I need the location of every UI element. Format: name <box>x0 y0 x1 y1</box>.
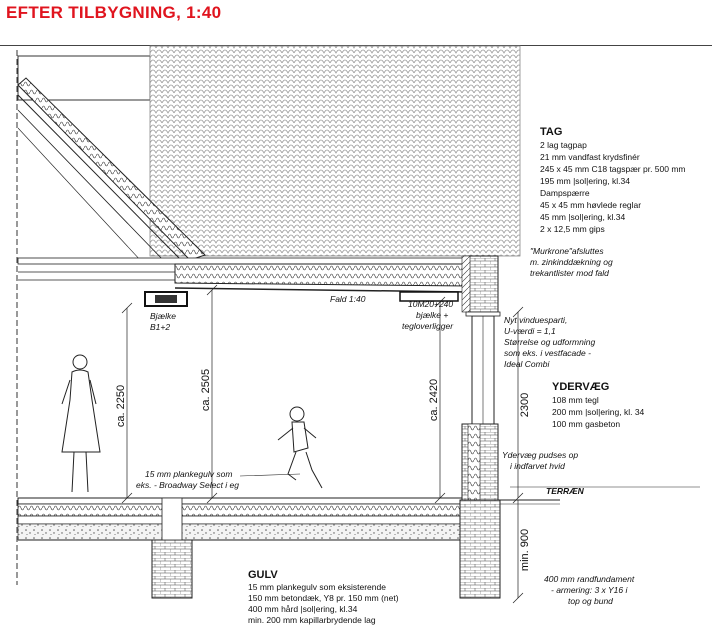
beam-right-line-0: 10M20+240 <box>408 299 453 309</box>
floor-heading: GULV <box>248 569 278 581</box>
foundation-line-1: - armering: 3 x Y16 i <box>551 585 628 595</box>
wall-spec: YDERVÆG 108 mm tegl 200 mm |sol|ering, k… <box>552 381 645 429</box>
roof-heading: TAG <box>540 126 562 138</box>
roof-line-3: 195 mm |sol|ering, kl.34 <box>540 176 630 186</box>
murkrone-line-2: trekantlister mod fald <box>530 268 609 278</box>
wall-line-1: 200 mm |sol|ering, kl. 34 <box>552 407 645 417</box>
dim-height-3: ca. 2420 <box>428 379 440 421</box>
floor-finish-note: 15 mm plankegulv som eks. - Broadway Sel… <box>136 469 239 490</box>
wall-note-line-0: Ydervæg pudses op <box>502 450 578 460</box>
roof-line-7: 2 x 12,5 mm gips <box>540 224 605 234</box>
foundation-line-0: 400 mm randfundament <box>544 574 635 584</box>
window-line-0: Nyt vinduesparti, <box>504 315 567 325</box>
dimension-labels: ca. 2250 ca. 2505 ca. 2420 2300 min. 900 <box>115 369 531 571</box>
window-line-2: Størrelse og udformning <box>504 337 595 347</box>
floor-line-2: 400 mm hård |sol|ering, kl.34 <box>248 604 358 614</box>
roof-line-4: Dampspærre <box>540 188 590 198</box>
floor-line-1: 150 mm betondæk, Y8 pr. 150 mm (net) <box>248 593 399 603</box>
roof-line-1: 21 mm vandfast krydsfinér <box>540 152 640 162</box>
window-line-4: Ideal Combi <box>504 359 550 369</box>
window-line-3: som eks. i vestfacade - <box>504 348 591 358</box>
beam-left-label: Bjælke B1+2 <box>150 311 176 332</box>
dim-height-4: 2300 <box>519 393 531 417</box>
dim-height-1: ca. 2250 <box>115 385 127 427</box>
wall-line-2: 100 mm gasbeton <box>552 419 620 429</box>
floor-line-3: min. 200 mm kapillarbrydende lag <box>248 615 376 625</box>
beam-right-line-1: bjælke + <box>416 310 448 320</box>
window-line-1: U-værdi = 1,1 <box>504 326 556 336</box>
child-figure <box>277 406 323 489</box>
roof-line-2: 245 x 45 mm C18 tagspær pr. 500 mm <box>540 164 686 174</box>
beam-right-line-2: tegloverligger <box>402 321 454 331</box>
dimension-lines <box>121 284 524 604</box>
terrain-label: TERRÆN <box>546 486 585 496</box>
title-underline <box>0 45 712 46</box>
foundation-note: 400 mm randfundament - armering: 3 x Y16… <box>544 574 635 606</box>
floor-spec: GULV 15 mm plankegulv som eksisterende 1… <box>248 569 399 625</box>
new-flat-roof <box>17 257 469 307</box>
wall-finish-note: Ydervæg pudses op i indfarvet hvid <box>502 450 578 471</box>
dim-height-5: min. 900 <box>519 529 531 571</box>
murkrone-note: "Murkrone"afsluttes m. zinkinddækning og… <box>530 246 613 278</box>
floor-note-line-1: eks. - Broadway Select i eg <box>136 480 239 490</box>
floor-line-0: 15 mm plankegulv som eksisterende <box>248 582 386 592</box>
murkrone-line-1: m. zinkinddækning og <box>530 257 613 267</box>
roof-spec: TAG 2 lag tagpap 21 mm vandfast krydsfin… <box>540 126 686 234</box>
roof-line-0: 2 lag tagpap <box>540 140 587 150</box>
floor-note-line-0: 15 mm plankegulv som <box>145 469 232 479</box>
roof-line-6: 45 mm |sol|ering, kl.34 <box>540 212 625 222</box>
wall-heading: YDERVÆG <box>552 381 609 393</box>
leader-lines <box>239 473 700 488</box>
existing-house-lines <box>16 45 521 585</box>
dim-height-2: ca. 2505 <box>200 369 212 411</box>
outer-wall <box>461 255 501 501</box>
foundation-line-2: top og bund <box>568 596 613 606</box>
window-note: Nyt vinduesparti, U-værdi = 1,1 Størrels… <box>504 315 595 369</box>
beam-right-label: 10M20+240 bjælke + tegloverligger <box>402 299 454 331</box>
woman-figure <box>61 354 101 493</box>
beam-left-line-0: Bjælke <box>150 311 176 321</box>
wall-line-0: 108 mm tegl <box>552 395 599 405</box>
drawing-title: EFTER TILBYGNING, 1:40 <box>6 3 222 22</box>
murkrone-line-0: "Murkrone"afsluttes <box>530 246 604 256</box>
wall-note-line-1: i indfarvet hvid <box>510 461 565 471</box>
beam-left-line-1: B1+2 <box>150 322 170 332</box>
roof-line-5: 45 x 45 mm høvlede reglar <box>540 200 641 210</box>
existing-sloped-roof <box>17 77 206 263</box>
slope-label: Fald 1:40 <box>330 294 366 304</box>
floor-and-foundation <box>17 497 560 599</box>
